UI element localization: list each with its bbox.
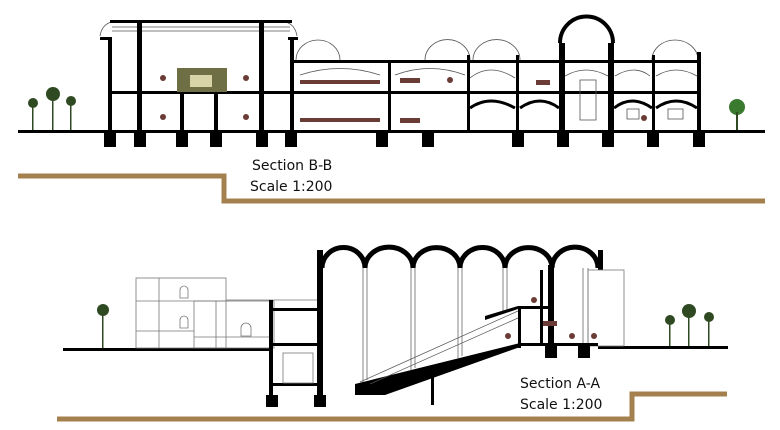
people-a xyxy=(505,297,597,339)
ground-line-left xyxy=(63,348,273,351)
left-annex xyxy=(269,300,320,395)
ground-line-right xyxy=(598,346,728,349)
left-hall xyxy=(99,20,298,131)
trees-a xyxy=(97,304,714,348)
section-b-b-drawing: Section B-B Scale 1:200 xyxy=(18,14,765,204)
section-a-a-drawing: Section A-A Scale 1:200 xyxy=(57,244,728,422)
central-dome xyxy=(558,14,615,44)
people-b xyxy=(160,75,647,123)
trees-b xyxy=(28,87,745,130)
section-b-scale: Scale 1:200 xyxy=(250,179,332,195)
footings-b xyxy=(104,133,705,147)
right-wing xyxy=(293,14,701,131)
ground-band-b xyxy=(18,173,765,204)
section-a-title: Section A-A xyxy=(520,376,600,392)
ground-line xyxy=(18,130,765,133)
footings-a xyxy=(266,346,590,407)
seating-tiers xyxy=(355,343,520,395)
section-a-scale: Scale 1:200 xyxy=(520,397,602,413)
ground-band-a xyxy=(57,391,727,422)
section-b-title: Section B-B xyxy=(252,158,332,174)
vaulted-hall xyxy=(317,244,625,405)
background-buildings xyxy=(135,277,318,349)
